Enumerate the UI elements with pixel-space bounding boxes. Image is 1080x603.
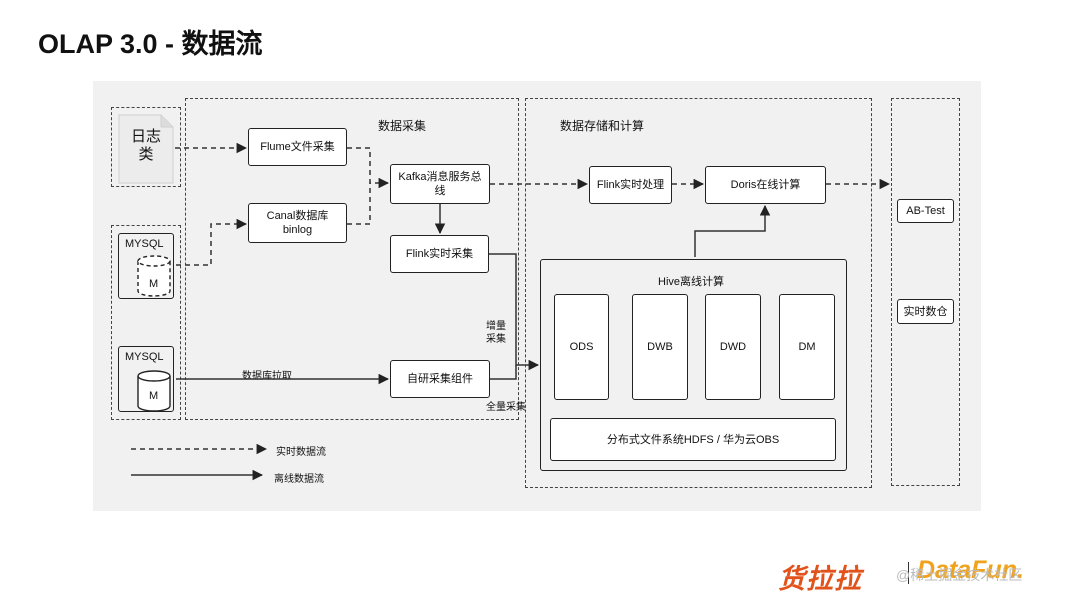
storage-title: 数据存储和计算 (560, 119, 645, 133)
hive-title: Hive离线计算 (658, 276, 725, 288)
layer-ods: ODS (554, 294, 609, 400)
hive-container (540, 259, 847, 471)
flink-collect-box: Flink实时采集 (390, 235, 489, 273)
layer-dm: DM (779, 294, 835, 400)
company-logo: 货拉拉 (778, 564, 862, 594)
watermark: @稀土掘金技术社区 (896, 567, 1023, 583)
layer-dwd: DWD (705, 294, 761, 400)
self-collect-box: 自研采集组件 (390, 360, 490, 398)
kafka-box: Kafka消息服务总 线 (390, 164, 490, 204)
warehouse-box: 实时数仓 (897, 299, 954, 324)
full-label: 全量采集 (486, 402, 526, 413)
canal-box: Canal数据库 binlog (248, 203, 347, 243)
collection-title: 数据采集 (378, 119, 427, 133)
edge-flume-kafka (347, 147, 390, 189)
collection-section (185, 98, 519, 420)
mysql-top-m: M (149, 278, 159, 290)
mysql-bottom-label: MYSQL (125, 351, 164, 363)
mysql-source-group (111, 225, 181, 420)
edge-flinkcollect-hive (489, 253, 540, 371)
db-pull-label: 数据库拉取 (242, 371, 292, 382)
mysql-bottom-m: M (149, 390, 159, 402)
legend-realtime-label: 实时数据流 (276, 447, 326, 458)
datafun-logo: DataFun. (917, 556, 1024, 584)
doris-box: Doris在线计算 (705, 166, 826, 204)
flink-process-box: Flink实时处理 (589, 166, 672, 204)
database-icon (137, 255, 171, 297)
log-source-group (111, 107, 181, 187)
edge-self-hive (490, 365, 517, 380)
mysql-top-box (118, 233, 174, 299)
mysql-bottom-box (118, 346, 174, 412)
hdfs-box: 分布式文件系统HDFS / 华为云OBS (550, 418, 836, 461)
page-title: OLAP 3.0 - 数据流 (38, 29, 263, 59)
edge-mysql-canal (176, 218, 248, 266)
edge-canal-kafka (347, 183, 371, 225)
incremental-label: 增量 采集 (486, 321, 506, 345)
database-icon (137, 370, 171, 412)
mysql-top-label: MYSQL (125, 238, 164, 250)
footer-divider (908, 562, 909, 584)
storage-section (525, 98, 872, 488)
layer-dwb: DWB (632, 294, 688, 400)
flume-box: Flume文件采集 (248, 128, 347, 166)
legend-offline-label: 离线数据流 (274, 474, 324, 485)
log-source-label: 日志 类 (130, 128, 161, 163)
output-section (891, 98, 960, 486)
edge-hive-doris (694, 204, 771, 257)
document-icon (118, 114, 174, 184)
ab-test-box: AB-Test (897, 199, 954, 223)
